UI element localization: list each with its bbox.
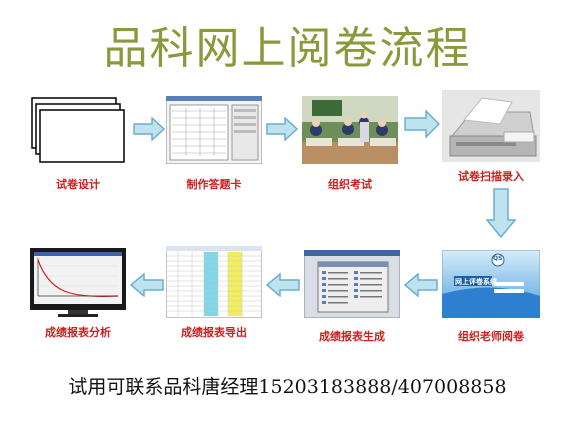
step-1-label: 试卷设计 — [56, 178, 100, 191]
step-4-image — [442, 90, 540, 162]
step-5-image: 网上评卷系统 QS — [442, 250, 540, 318]
step-2-label: 制作答题卡 — [186, 178, 242, 191]
step-1-image — [28, 96, 128, 166]
step-8-image — [28, 246, 128, 318]
step-8-label: 成绩报表分析 — [45, 326, 111, 339]
arrow-6-7 — [266, 273, 300, 297]
answer-sheet-screenshot — [166, 96, 262, 164]
grading-login-screenshot — [442, 250, 540, 318]
step-6-label: 成绩报表生成 — [319, 330, 385, 343]
step-7-image — [166, 246, 262, 318]
arrow-2-3 — [266, 117, 298, 141]
step-5-label: 组织老师阅卷 — [458, 330, 524, 343]
arrow-4-5 — [486, 188, 516, 238]
step-3-image — [302, 96, 398, 164]
arrow-3-4 — [404, 110, 440, 138]
paper-stack-icon — [31, 97, 125, 163]
step-3-label: 组织考试 — [328, 178, 372, 191]
classroom-photo — [302, 96, 398, 164]
analysis-monitor-photo — [30, 248, 126, 317]
contact-footer: 试用可联系品科唐经理15203183888/407008858 — [68, 376, 507, 398]
step-7-label: 成绩报表导出 — [181, 326, 247, 339]
scanner-photo — [442, 90, 540, 162]
arrow-1-2 — [133, 117, 165, 141]
arrow-5-6 — [404, 273, 438, 297]
step-4-label: 试卷扫描录入 — [458, 170, 524, 183]
step-2-image — [166, 96, 262, 164]
page-title: 品科网上阅卷流程 — [103, 23, 472, 74]
login-logo-text: QS — [493, 255, 503, 262]
arrow-7-8 — [130, 273, 164, 297]
report-software-screenshot — [304, 250, 400, 318]
spreadsheet-screenshot — [166, 246, 262, 318]
login-window-title: 网上评卷系统 — [455, 278, 497, 286]
step-6-image — [304, 250, 400, 318]
